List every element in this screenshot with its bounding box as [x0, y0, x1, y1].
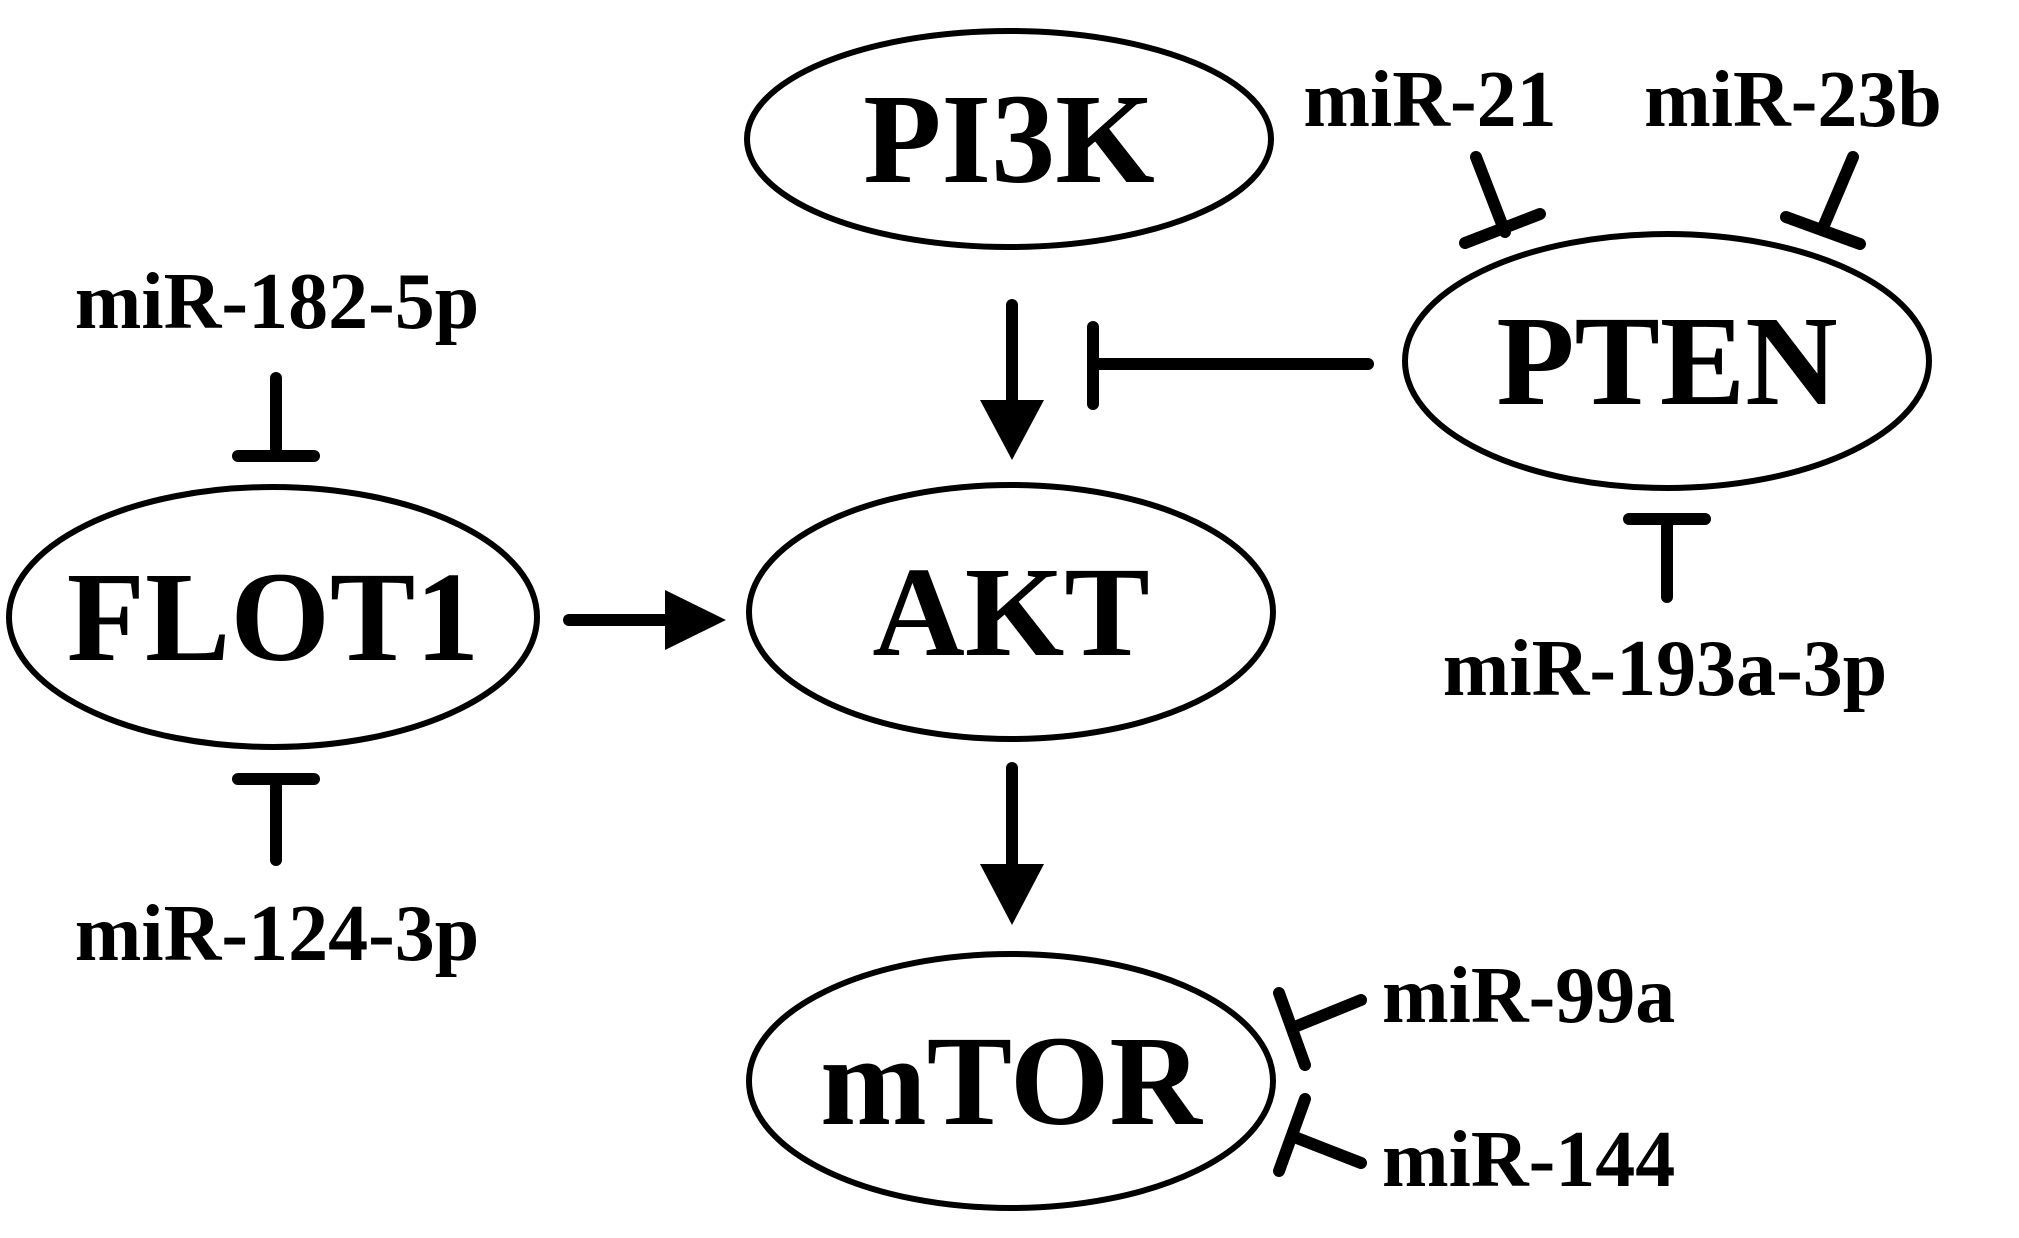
inhibit-bar [1780, 211, 1866, 250]
inhibit-bar [1459, 208, 1546, 249]
akt-ellipse [746, 482, 1276, 742]
mir-144-label: miR-144 [1382, 1116, 1675, 1204]
node-akt: AKT [746, 482, 1276, 742]
mtor-label: mTOR [820, 1010, 1203, 1152]
mir-182-5p-label: miR-182-5p [75, 258, 479, 346]
edge-mir-21-inhibits-pten [1459, 151, 1546, 249]
inhibit-shaft [1291, 1132, 1367, 1169]
edge-mir-99a-inhibits-mtor [1273, 987, 1367, 1071]
inhibit-bar [1273, 987, 1311, 1071]
inhibit-shaft [1470, 151, 1511, 238]
pi3k-ellipse [744, 28, 1274, 250]
inhibit-bar [1273, 1093, 1311, 1177]
edge-flot1-to-akt [563, 590, 726, 650]
edge-mir-144-inhibits-mtor [1273, 1093, 1367, 1177]
inhibit-shaft [1816, 151, 1859, 236]
mtor-ellipse [746, 951, 1276, 1211]
mir-124-3p-label: miR-124-3p [75, 890, 479, 978]
arrow-head [980, 400, 1044, 460]
node-mtor: mTOR [746, 951, 1276, 1211]
edge-akt-to-mtor [980, 762, 1044, 925]
mir-193a-3p-label: miR-193a-3p [1443, 625, 1887, 713]
node-flot1: FLOT1 [6, 484, 540, 750]
edge-mir-193a-3p-inhibits-pten [1623, 513, 1711, 603]
flot1-label: FLOT1 [67, 546, 480, 688]
akt-label: AKT [872, 541, 1149, 683]
pten-ellipse [1402, 231, 1932, 491]
edge-mir-23b-inhibits-pten [1780, 151, 1866, 250]
pi3k-label: PI3K [863, 68, 1155, 210]
mir-21-label: miR-21 [1303, 56, 1556, 144]
node-pten: PTEN [1402, 231, 1932, 491]
arrow-head [665, 590, 726, 650]
inhibit-shaft [1291, 994, 1367, 1032]
mir-23b-label: miR-23b [1644, 56, 1942, 144]
edge-pten-inhibits-akt [1087, 321, 1374, 410]
arrow-head [980, 864, 1044, 925]
edge-mir-124-3p-inhibits-flot1 [232, 773, 320, 866]
flot1-ellipse [6, 484, 540, 750]
mir-99a-label: miR-99a [1382, 952, 1675, 1040]
pten-label: PTEN [1496, 290, 1837, 432]
edge-pi3k-to-akt [980, 299, 1044, 460]
edge-mir-182-5p-inhibits-flot1 [232, 372, 320, 462]
node-pi3k: PI3K [744, 28, 1274, 250]
